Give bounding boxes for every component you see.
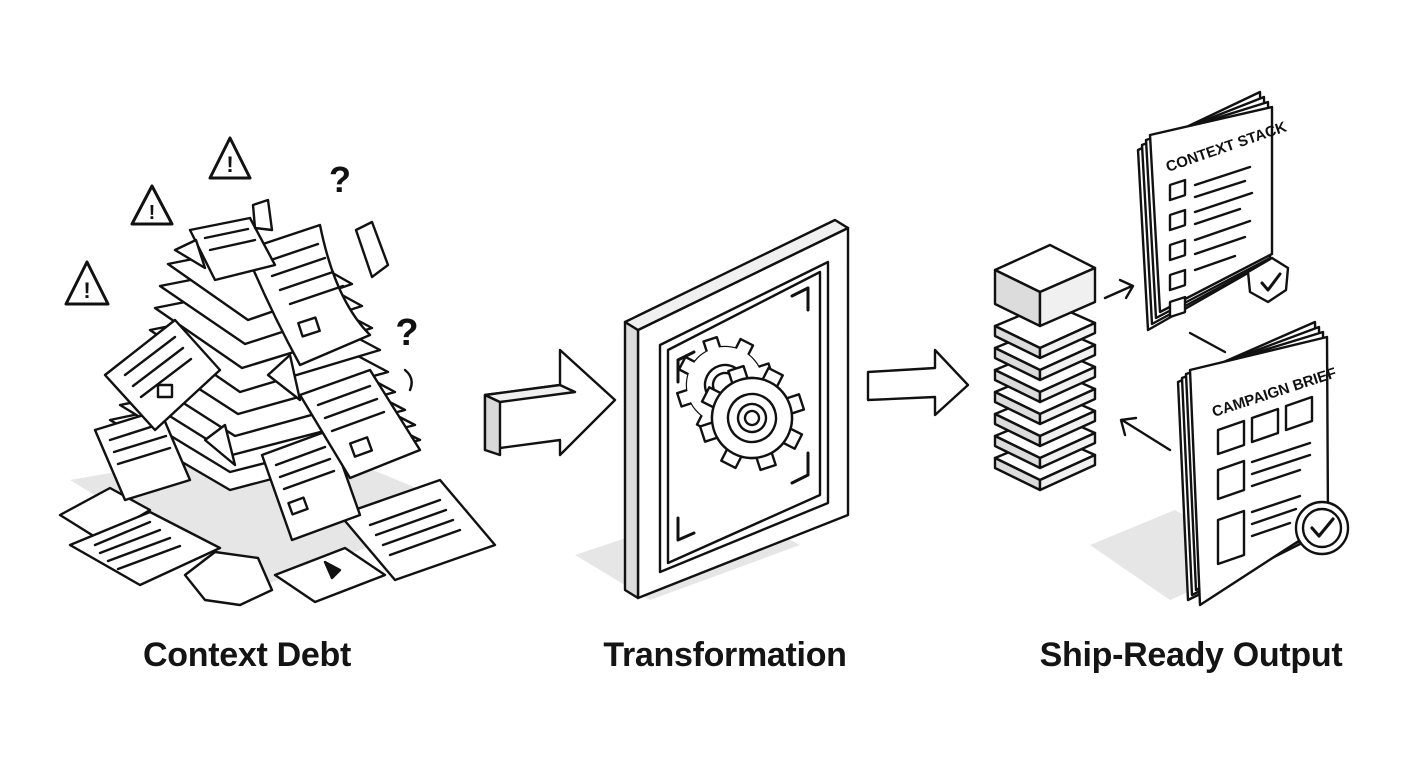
layer-stack-icon	[993, 243, 1097, 492]
connector-line	[1188, 331, 1227, 354]
tilted-page	[188, 216, 277, 282]
tilted-page	[93, 408, 192, 502]
document-stack-icon: CONTEXT STACK	[993, 90, 1350, 607]
paper-scrap	[251, 198, 274, 232]
warning-icon: !	[64, 260, 110, 306]
check-seal-icon	[1294, 500, 1350, 556]
loose-paper	[58, 486, 222, 587]
gear-icon	[698, 364, 806, 472]
gear-frame-icon	[575, 218, 850, 600]
warning-icon: !	[130, 184, 174, 226]
crumpled-paper	[183, 550, 274, 607]
svg-text:!: !	[149, 202, 156, 224]
tilted-page	[260, 428, 362, 542]
campaign-brief-document: CAMPAIGN BRIEF	[1090, 320, 1350, 607]
messy-paper-pile-icon: ! ! ! ? ?	[58, 136, 497, 607]
arrow-up-right-icon	[1103, 278, 1135, 300]
stage-caption-context-debt: Context Debt	[143, 636, 351, 674]
svg-text:!: !	[83, 278, 90, 303]
paper-scrap	[203, 423, 237, 467]
stage-caption-ship-ready-output: Ship-Ready Output	[1039, 636, 1343, 674]
paper-scrap	[266, 353, 302, 402]
paper-scrap	[173, 238, 207, 270]
curled-page	[243, 223, 372, 367]
arrow-back-icon	[1119, 416, 1172, 452]
warning-icon: !	[208, 136, 252, 180]
arrow-right-icon	[866, 348, 970, 417]
question-mark-icon: ?	[395, 312, 418, 354]
stage-caption-transformation: Transformation	[603, 636, 847, 674]
shield-check-icon	[1246, 256, 1290, 304]
question-mark-icon: ?	[329, 159, 351, 200]
svg-text:!: !	[226, 152, 233, 177]
paper-scrap	[354, 220, 390, 279]
curled-page	[338, 478, 497, 582]
context-stack-document: CONTEXT STACK	[1136, 90, 1290, 332]
tilted-page	[298, 368, 422, 480]
arrow-right-icon	[483, 348, 617, 457]
tilted-page	[103, 318, 222, 432]
